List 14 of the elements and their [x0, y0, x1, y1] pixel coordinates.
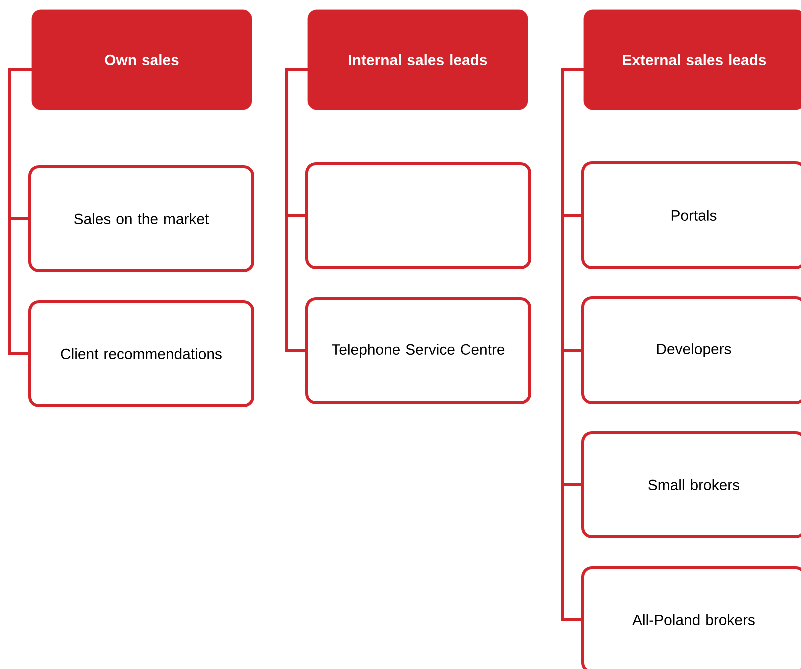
empty-box	[306, 162, 532, 270]
category-box: Sales on the market	[28, 166, 254, 272]
category-box: Portals	[582, 162, 801, 270]
header-box: Internal sales leads	[308, 10, 528, 110]
connector-line	[562, 68, 584, 622]
category-box: Client recommendations	[28, 300, 254, 408]
category-box: Small brokers	[582, 432, 801, 538]
header-box: External sales leads	[584, 10, 801, 110]
header-box: Own sales	[32, 10, 252, 110]
category-box: Telephone Service Centre	[306, 298, 532, 404]
category-box: All-Poland brokers	[582, 566, 801, 669]
category-box: Developers	[582, 296, 801, 404]
connector-line	[8, 68, 32, 356]
connector-line	[286, 68, 308, 352]
